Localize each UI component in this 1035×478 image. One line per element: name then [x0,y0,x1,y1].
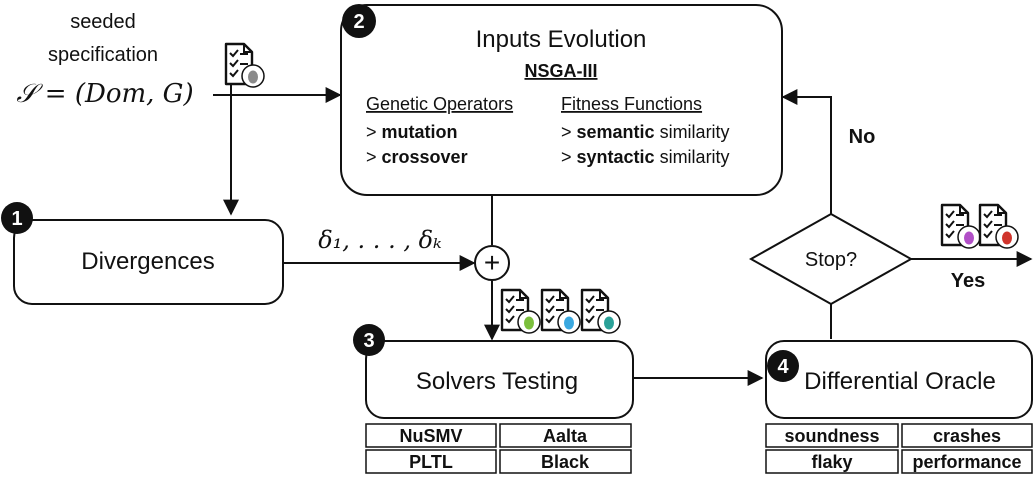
operator-crossover: > crossover [366,147,468,167]
spec-document-icon-green [500,288,541,334]
solvers-testing-label: Solvers Testing [416,368,578,395]
fitness-semantic: > semantic similarity [561,122,730,142]
no-label: No [849,126,876,148]
badge-4 [767,350,799,382]
solver-pltl: PLTL [409,452,453,472]
divergences-box [13,219,284,305]
yes-label: Yes [951,270,985,292]
divergences-node: 1 Divergences δ₁, . . . , δₖ [1,202,442,305]
oracle-category-cell [901,449,1033,474]
badge-2-label: 2 [353,11,364,33]
seed-formula: 𝒮 = (Dom, G) [16,79,193,109]
differential-oracle-node: 4 Differential Oracle soundness crashes [765,340,1033,474]
divergences-label: Divergences [81,248,214,275]
differential-oracle-label: Differential Oracle [804,368,996,395]
solver-cell [499,423,632,448]
operator-mutation: > mutation [366,122,458,142]
inputs-evolution-box [340,4,783,196]
solver-black: Black [541,452,590,472]
oracle-soundness: soundness [784,426,879,446]
oracle-crashes: crashes [933,426,1001,446]
output-spec-document-icon-red [978,203,1019,249]
badge-3 [353,324,385,356]
solver-cell [499,449,632,474]
fitness-functions-header: Fitness Functions [561,94,702,114]
oracle-category-cell [901,423,1033,448]
differential-oracle-box [765,340,1033,419]
combine-circle [474,245,510,281]
oracle-category-cell [765,423,899,448]
genetic-operators-header: Genetic Operators [366,94,513,114]
seed-label-line1: seeded [70,11,136,33]
output-spec-document-icon-purple [940,203,981,249]
spec-document-icon-teal [580,288,621,334]
combine-symbol: + [484,247,500,278]
combine-node: + [474,245,510,281]
oracle-category-cell [765,449,899,474]
badge-1-label: 1 [11,208,22,230]
fitness-syntactic: > syntactic similarity [561,147,730,167]
solver-cell [365,449,497,474]
nsga-subtitle: NSGA-III [524,61,597,81]
oracle-performance: performance [912,452,1021,472]
solver-cell [365,423,497,448]
solver-nusmv: NuSMV [400,426,463,446]
badge-2 [342,4,376,38]
spec-document-icon-blue [540,288,581,334]
edges [213,60,1033,386]
stop-decision-node: Stop? No Yes [748,126,1019,306]
solvers-testing-box [365,340,634,419]
inputs-evolution-title: Inputs Evolution [476,26,647,53]
edge-decision-no-to-evolution [781,89,832,214]
inputs-evolution-node: 2 Inputs Evolution NSGA-III Genetic Oper… [340,4,783,196]
seed-label-line2: specification [48,44,158,66]
seeded-specification: seeded specification 𝒮 = (Dom, G) [16,11,265,109]
solver-aalta: Aalta [543,426,588,446]
badge-4-label: 4 [777,356,789,378]
solvers-testing-node: 3 Solvers Testing NuSMV Aalta [353,324,634,474]
badge-1 [1,202,33,234]
stop-label: Stop? [805,249,857,271]
test-inputs-icons [500,288,621,334]
badge-3-label: 3 [363,330,374,352]
oracle-flaky: flaky [811,452,852,472]
seed-spec-document-icon [224,42,265,88]
delta-edge-label: δ₁, . . . , δₖ [318,226,442,254]
stop-decision-diamond [748,212,914,306]
